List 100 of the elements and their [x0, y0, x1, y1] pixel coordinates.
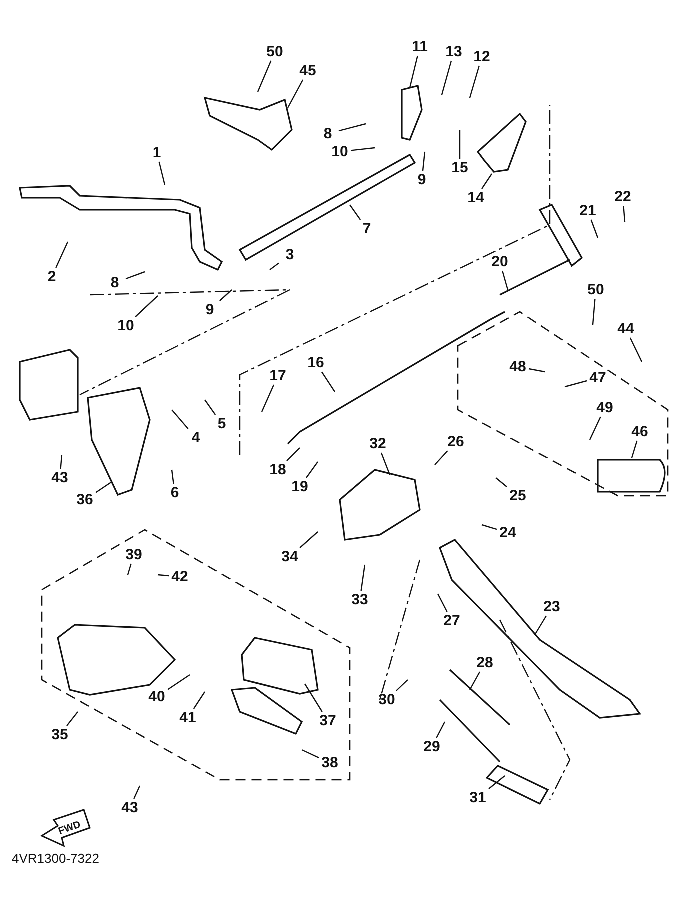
callout-number: 21	[580, 204, 596, 218]
callout-number: 18	[270, 462, 286, 478]
callout-number: 7	[362, 222, 372, 236]
leader-line	[56, 242, 69, 268]
leader-line	[338, 123, 366, 132]
leader-line	[437, 594, 448, 612]
callout-number: 36	[76, 492, 94, 508]
leader-line	[482, 524, 498, 530]
callout-number: 30	[378, 692, 396, 708]
callout-number: 48	[510, 360, 526, 374]
leader-line	[482, 174, 492, 190]
callout-number: 26	[448, 434, 464, 450]
leader-line	[422, 152, 426, 172]
direction-label: FWD	[58, 820, 82, 838]
callout-number: 31	[470, 790, 486, 806]
callout-number: 19	[292, 480, 308, 494]
callout-number: 49	[596, 400, 614, 416]
callout-number: 47	[590, 370, 606, 386]
leader-line	[302, 749, 320, 758]
leader-line	[436, 722, 446, 738]
callout-number: 25	[510, 488, 526, 504]
leader-line	[193, 692, 206, 710]
callout-number: 8	[110, 276, 120, 290]
callout-number: 42	[172, 570, 188, 584]
leader-line	[304, 684, 323, 712]
callout-number: 44	[618, 322, 634, 336]
drawing-number: 4VR1300-7322	[12, 852, 100, 865]
callout-number: 1	[152, 146, 162, 160]
leader-line	[270, 262, 280, 270]
callout-number: 33	[352, 592, 368, 608]
leader-line	[321, 372, 336, 392]
leader-line	[623, 206, 626, 222]
leader-line	[564, 380, 588, 388]
callout-number: 14	[468, 190, 484, 206]
callout-number: 35	[52, 728, 68, 742]
leader-line	[590, 220, 599, 238]
leader-line	[350, 147, 376, 152]
leader-line	[96, 482, 112, 494]
callout-number: 6	[170, 486, 180, 500]
callout-number: 9	[206, 302, 214, 318]
callout-number: 9	[418, 172, 426, 188]
callout-number: 45	[300, 64, 316, 78]
callout-number: 32	[370, 436, 386, 452]
leader-line	[502, 270, 509, 290]
callout-number: 12	[474, 50, 490, 64]
callout-number: 29	[424, 740, 440, 754]
leader-line	[171, 470, 174, 484]
leader-line	[459, 130, 461, 159]
callout-number: 16	[308, 356, 324, 370]
callout-number: 40	[148, 690, 166, 704]
callout-number: 38	[322, 756, 338, 770]
callout-number: 27	[444, 614, 460, 628]
leader-line	[380, 452, 391, 476]
leader-line	[631, 440, 638, 458]
leader-line	[257, 60, 272, 92]
callout-number: 10	[332, 144, 348, 160]
callout-number: 17	[270, 368, 286, 384]
leader-line	[127, 564, 132, 576]
callout-number: 43	[122, 800, 138, 816]
leader-line	[126, 271, 146, 280]
leader-line	[534, 616, 548, 636]
leader-line	[66, 712, 78, 726]
leader-line	[528, 368, 546, 373]
leader-line	[287, 80, 304, 108]
leader-line	[441, 60, 452, 96]
leader-line	[60, 454, 63, 470]
leader-line	[158, 574, 170, 577]
leader-line	[168, 674, 190, 690]
leader-line	[360, 564, 366, 592]
callout-number: 15	[452, 160, 468, 176]
callout-number: 28	[476, 656, 494, 670]
leader-line	[469, 66, 480, 98]
leader-line	[204, 400, 216, 416]
leader-line	[488, 776, 506, 790]
callout-number: 4	[192, 430, 200, 446]
callout-number: 37	[320, 714, 336, 728]
callout-number: 41	[180, 710, 196, 726]
callout-number: 8	[324, 126, 332, 142]
callout-number: 13	[446, 44, 462, 60]
leader-line	[589, 416, 602, 440]
callout-number: 34	[282, 550, 298, 564]
leader-line	[350, 204, 362, 220]
callout-number: 2	[48, 270, 56, 284]
leader-line	[306, 462, 318, 478]
leader-line	[300, 532, 318, 548]
leader-line	[158, 162, 166, 186]
leader-line	[396, 680, 408, 692]
callout-number: 23	[544, 600, 560, 614]
callout-number: 3	[286, 248, 294, 262]
leader-line	[172, 410, 189, 430]
callout-number: 50	[588, 282, 604, 298]
callout-number: 39	[126, 548, 142, 562]
leader-line	[592, 298, 596, 326]
callout-number: 10	[118, 318, 134, 334]
leader-line	[469, 672, 481, 690]
leader-line	[434, 450, 448, 466]
callout-number: 50	[266, 44, 284, 60]
leader-line	[135, 296, 158, 318]
callout-number: 43	[52, 470, 68, 486]
callout-number: 11	[412, 40, 428, 54]
